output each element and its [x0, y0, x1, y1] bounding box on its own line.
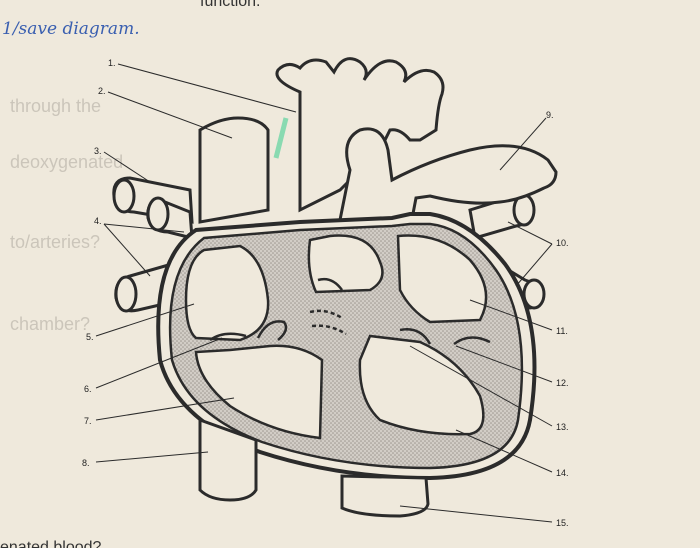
diagram-labels: 1. 2. 3. 4. 5. 6. 7. 8. 9. 10. 11. 12. 1…: [82, 58, 569, 528]
inferior-vena-cava: [198, 417, 258, 502]
label-1: 1.: [108, 58, 116, 68]
label-12: 12.: [556, 378, 569, 388]
label-6: 6.: [84, 384, 92, 394]
left-atrium: [307, 234, 384, 294]
leader-lines: [95, 63, 553, 523]
label-13: 13.: [556, 422, 569, 432]
right-atrium: [184, 244, 270, 342]
label-10: 10.: [556, 238, 569, 248]
descending-aorta: [340, 474, 430, 518]
label-9: 9.: [546, 110, 554, 120]
label-11: 11.: [556, 326, 568, 336]
valves: [209, 277, 491, 346]
label-3: 3.: [94, 146, 102, 156]
label-15: 15.: [556, 518, 569, 528]
superior-vena-cava: [198, 116, 270, 224]
label-7: 7.: [84, 416, 92, 426]
label-4: 4.: [94, 216, 102, 226]
cut-off-heading: function.: [200, 0, 260, 10]
label-2: 2.: [98, 86, 106, 96]
svg-text:deoxygenated: deoxygenated: [10, 152, 123, 172]
label-14: 14.: [556, 468, 569, 478]
handwritten-note: 1/save diagram.: [2, 19, 140, 39]
svg-text:to/arteries?: to/arteries?: [10, 232, 100, 252]
right-ventricle: [194, 344, 324, 440]
svg-text:through the: through the: [10, 96, 101, 116]
faint-background-text: through the deoxygenated to/arteries? ch…: [10, 96, 123, 334]
highlight-mark: [273, 117, 289, 159]
pulmonary-trunk: [338, 127, 558, 242]
left-atrium-right: [396, 234, 488, 324]
left-ventricle: [358, 334, 485, 436]
label-8: 8.: [82, 458, 90, 468]
cut-off-question: enated blood?: [0, 539, 102, 548]
svg-text:chamber?: chamber?: [10, 314, 90, 334]
label-5: 5.: [86, 332, 94, 342]
